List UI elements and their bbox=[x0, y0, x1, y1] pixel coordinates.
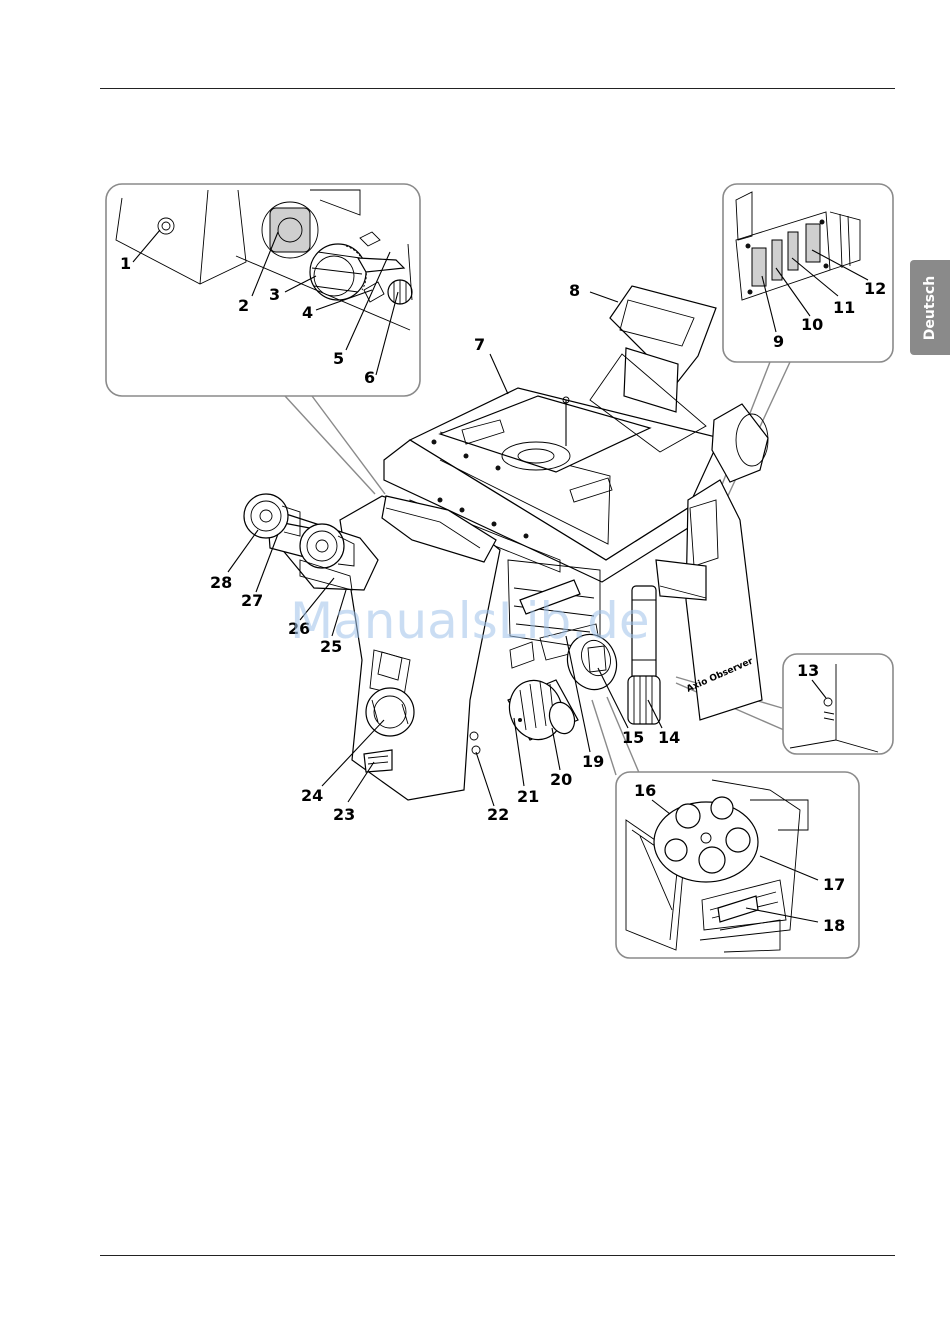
callout-10: 10 bbox=[801, 315, 823, 334]
callout-28: 28 bbox=[210, 573, 232, 592]
watermark: ManualsLib.de bbox=[290, 592, 650, 650]
callout-21: 21 bbox=[517, 787, 539, 806]
callout-19: 19 bbox=[582, 752, 604, 771]
callout-9: 9 bbox=[773, 332, 784, 351]
callout-27: 27 bbox=[241, 591, 263, 610]
callout-17: 17 bbox=[823, 875, 845, 894]
callout-3: 3 bbox=[269, 285, 280, 304]
callout-1: 1 bbox=[120, 254, 131, 273]
callout-5: 5 bbox=[333, 349, 344, 368]
callout-6: 6 bbox=[364, 368, 375, 387]
callout-23: 23 bbox=[333, 805, 355, 824]
callout-13: 13 bbox=[797, 661, 819, 680]
inset-top-left bbox=[106, 184, 420, 396]
callout-22: 22 bbox=[487, 805, 509, 824]
callout-12: 12 bbox=[864, 279, 886, 298]
callout-18: 18 bbox=[823, 916, 845, 935]
callout-2: 2 bbox=[238, 296, 249, 315]
callout-24: 24 bbox=[301, 786, 323, 805]
callout-20: 20 bbox=[550, 770, 572, 789]
callout-11: 11 bbox=[833, 298, 855, 317]
callout-4: 4 bbox=[302, 303, 313, 322]
callout-16: 16 bbox=[634, 781, 656, 800]
callout-14: 14 bbox=[658, 728, 680, 747]
inset-top-right bbox=[723, 184, 893, 362]
callout-7: 7 bbox=[474, 335, 485, 354]
callout-15: 15 bbox=[622, 728, 644, 747]
callout-8: 8 bbox=[569, 281, 580, 300]
